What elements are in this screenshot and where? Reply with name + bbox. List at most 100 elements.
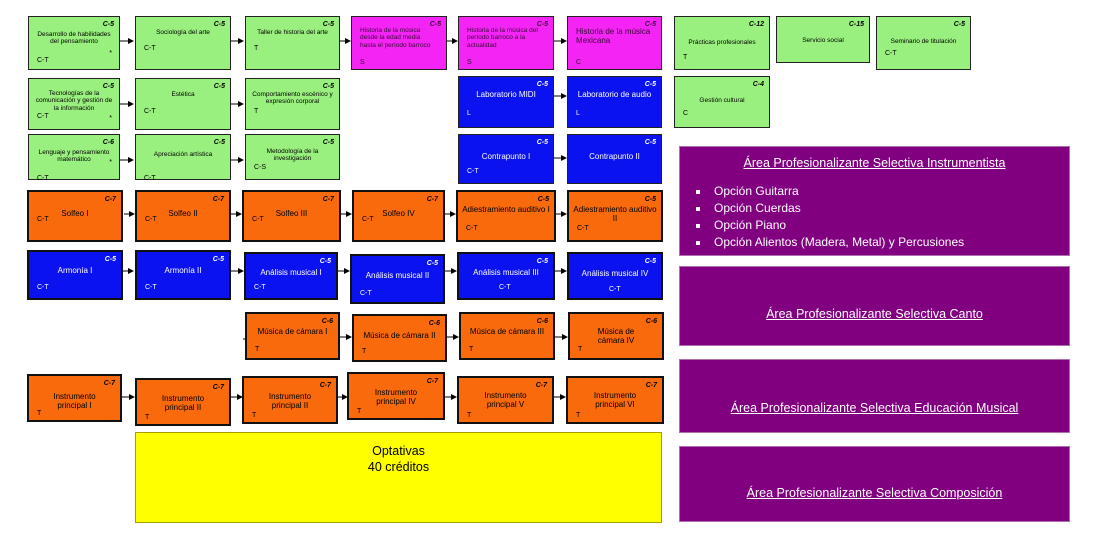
course-credits: C-5 xyxy=(536,139,548,146)
course-credits: C-5 xyxy=(429,21,441,28)
course-name: Análisis musical II xyxy=(365,271,430,280)
course-name: Servicio social xyxy=(802,37,844,44)
course-credits: C-6 xyxy=(321,318,333,325)
course-box: C-6 Música de cámara IV T xyxy=(568,312,664,360)
course-code: C xyxy=(683,110,689,117)
course-credits: C-6 xyxy=(102,139,114,146)
course-credits: C-5 xyxy=(536,21,548,28)
course-code: T xyxy=(362,348,367,355)
bullet-icon xyxy=(696,240,700,245)
course-credits: C-6 xyxy=(645,318,657,325)
course-code: T xyxy=(467,412,472,419)
option-label: Opción Cuerdas xyxy=(714,201,801,215)
course-name: Instrumento principal IV xyxy=(374,388,418,407)
course-box: C-5 Adiestramiento auditivo II C-T xyxy=(567,190,663,242)
course-code: T xyxy=(255,346,260,353)
course-code: C-S xyxy=(254,164,267,171)
course-box: C-6 Música de cámara III T xyxy=(459,312,555,360)
course-name: Instrumento principal VI xyxy=(593,391,637,410)
course-box: C-5 Sociología del arte C-T xyxy=(135,16,231,70)
course-code: C-T xyxy=(362,216,374,223)
course-credits: C-5 xyxy=(212,256,224,263)
course-credits: C-12 xyxy=(748,21,764,28)
course-code: C-T xyxy=(145,216,157,223)
course-code: C-T xyxy=(144,108,156,115)
optativas-credits: 40 créditos xyxy=(367,460,430,474)
course-box: C-7 Instrumento principal IV T xyxy=(347,372,445,420)
area-title: Área Profesionalizante Selectiva Educaci… xyxy=(730,401,1019,415)
course-code: C-T xyxy=(144,175,156,182)
course-code: L xyxy=(576,110,580,117)
course-name: Historia de la música desde la edad medi… xyxy=(360,27,431,49)
area-box-instrumentista: Área Profesionalizante Selectiva Instrum… xyxy=(679,146,1070,256)
course-box: C-5 Armonía I C-T xyxy=(27,250,123,300)
course-code: C-T xyxy=(254,284,266,291)
bullet-icon xyxy=(696,189,700,194)
course-code: C-T xyxy=(609,286,621,293)
course-box: C-7 Instrumento principal II T xyxy=(242,376,338,424)
course-code: C-T xyxy=(37,57,49,64)
course-name: Adiestramiento auditivo II xyxy=(573,205,657,224)
course-name: Adiestramiento auditivo I xyxy=(462,205,550,214)
course-box: C-5 Taller de historia del arte T xyxy=(245,16,340,70)
course-name: Solfeo I xyxy=(61,209,89,218)
course-name: Solfeo IV xyxy=(382,209,415,218)
course-code: C-T xyxy=(885,50,897,57)
course-name: Seminario de titulación xyxy=(890,38,957,45)
course-code: T xyxy=(254,45,259,52)
course-box: C-5 Análisis musical I C-T xyxy=(244,252,338,300)
course-box: C-4 Gestión cultural C xyxy=(674,76,770,128)
course-credits: C-4 xyxy=(752,81,764,88)
course-box: C-5 Historia de la música del período ba… xyxy=(458,16,554,70)
course-credits: C-7 xyxy=(535,382,547,389)
course-box: C-5 Armonía II C-T xyxy=(135,250,231,300)
course-code: T xyxy=(683,54,688,61)
course-credits: C-5 xyxy=(536,258,548,265)
course-box: C-7 Instrumento principal V T xyxy=(457,376,554,424)
course-box: C-5 Laboratorio MIDI L xyxy=(458,76,554,128)
course-name: Lenguaje y pensamiento matemático xyxy=(38,149,110,164)
course-credits: C-5 xyxy=(644,139,656,146)
course-name: Instrumento principal I xyxy=(53,392,96,411)
course-box: C-5 Desarrollo de habilidades del pensam… xyxy=(28,16,120,70)
course-credits: C-5 xyxy=(644,21,656,28)
area-title: Área Profesionalizante Selectiva Canto xyxy=(766,307,983,321)
area-title: Área Profesionalizante Selectiva Composi… xyxy=(746,486,1003,500)
course-name: Laboratorio de audio xyxy=(577,90,652,99)
options-list: Opción Guitarra Opción Cuerdas Opción Pi… xyxy=(696,183,964,251)
course-credits: C-5 xyxy=(322,139,334,146)
course-code: L xyxy=(467,110,471,117)
course-credits: C-5 xyxy=(104,256,116,263)
course-name: Historia de la música Mexicana xyxy=(576,27,651,46)
course-code: T xyxy=(145,414,150,421)
course-box: C-5 Historia de la música Mexicana C xyxy=(567,16,662,70)
course-box: C-5 Metodología de la investigación C-S xyxy=(245,134,340,180)
course-name: Instrumento principal V xyxy=(484,391,527,410)
course-credits: C-5 xyxy=(644,258,656,265)
course-credits: C-5 xyxy=(213,83,225,90)
course-code: C-T xyxy=(144,45,156,52)
course-code: C-T xyxy=(499,284,511,291)
course-code: T xyxy=(37,410,42,417)
course-box: C-7 Instrumento principal I T xyxy=(27,374,122,422)
course-box: C-7 Instrumento principal VI T xyxy=(566,376,664,424)
course-code: C-T xyxy=(37,284,49,291)
optativas-box: Optativas 40 créditos xyxy=(135,432,662,523)
course-credits: C-5 xyxy=(322,21,334,28)
course-code: C-T xyxy=(145,284,157,291)
course-box: C-7 Solfeo II C-T xyxy=(135,190,231,242)
course-credits: C-5 xyxy=(644,81,656,88)
course-name: Taller de historia del arte xyxy=(257,29,328,36)
course-name: Tecnologías de la comunicación y gestión… xyxy=(35,90,113,112)
course-name: Desarrollo de habilidades del pensamient… xyxy=(37,31,111,46)
course-name: Análisis musical III xyxy=(473,268,539,277)
course-credits: C-5 xyxy=(536,81,548,88)
course-credits: C-7 xyxy=(426,196,438,203)
course-name: Contrapunto I xyxy=(481,152,531,161)
course-code: C-T xyxy=(37,175,49,182)
star-mark: * xyxy=(109,159,112,166)
course-credits: C-5 xyxy=(102,21,114,28)
course-code: S xyxy=(360,59,365,66)
course-box: C-7 Solfeo I C-T xyxy=(27,190,123,242)
course-code: T xyxy=(254,108,259,115)
